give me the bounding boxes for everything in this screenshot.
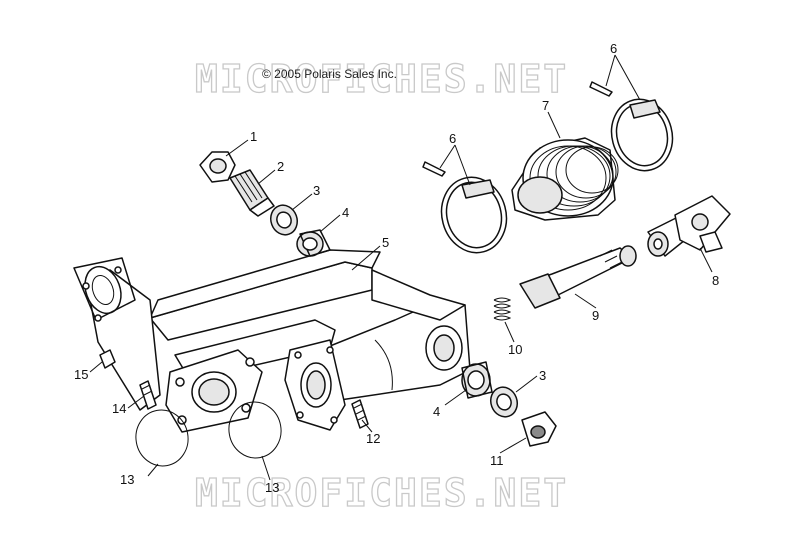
callout-7: 7 <box>542 98 549 113</box>
part-9-shaft <box>519 245 637 309</box>
watermark-top: MICROFICHES.NET <box>195 57 568 101</box>
callout-13-right: 13 <box>265 480 279 495</box>
callout-1: 1 <box>250 129 257 144</box>
leader-lines <box>89 54 713 481</box>
part-8-u-joint <box>647 195 731 257</box>
callout-11: 11 <box>490 453 504 468</box>
callout-10: 10 <box>508 342 522 357</box>
part-6-clamp-left <box>422 161 508 254</box>
callout-12: 12 <box>366 431 380 446</box>
part-11-plug <box>521 411 557 447</box>
part-4-bearing-lower <box>461 361 493 399</box>
callout-4-upper: 4 <box>342 205 349 220</box>
part-10-spring <box>493 297 512 321</box>
callout-9: 9 <box>592 308 599 323</box>
callout-2: 2 <box>277 159 284 174</box>
callout-14: 14 <box>112 401 126 416</box>
callout-3-upper: 3 <box>313 183 320 198</box>
callout-3-lower: 3 <box>539 368 546 383</box>
callout-6-left: 6 <box>449 131 456 146</box>
callout-5: 5 <box>382 235 389 250</box>
part-4-bearing-upper <box>296 229 331 257</box>
callout-labels: 1 2 3 4 5 6 6 7 8 9 10 3 4 11 12 13 13 1… <box>74 41 719 495</box>
part-12-bolt <box>351 399 369 429</box>
part-1-nut <box>199 151 236 183</box>
part-3-washer-lower <box>490 386 518 418</box>
part-2-insert <box>229 169 275 217</box>
part-13-o-rings <box>135 401 282 467</box>
callout-8: 8 <box>712 273 719 288</box>
watermark-bottom: MICROFICHES.NET <box>195 471 568 515</box>
part-15-fitting <box>99 349 116 369</box>
part-14-bolt <box>139 380 157 410</box>
callout-6-right: 6 <box>610 41 617 56</box>
copyright-text: © 2005 Polaris Sales Inc. <box>262 67 397 81</box>
part-7-boot <box>511 137 619 221</box>
callout-13-left: 13 <box>120 472 134 487</box>
callout-4-lower: 4 <box>433 404 440 419</box>
part-3-washer-upper <box>270 204 298 236</box>
swing-arm-housing <box>73 249 471 433</box>
callout-15: 15 <box>74 367 88 382</box>
part-6-clamp-right <box>589 81 674 172</box>
